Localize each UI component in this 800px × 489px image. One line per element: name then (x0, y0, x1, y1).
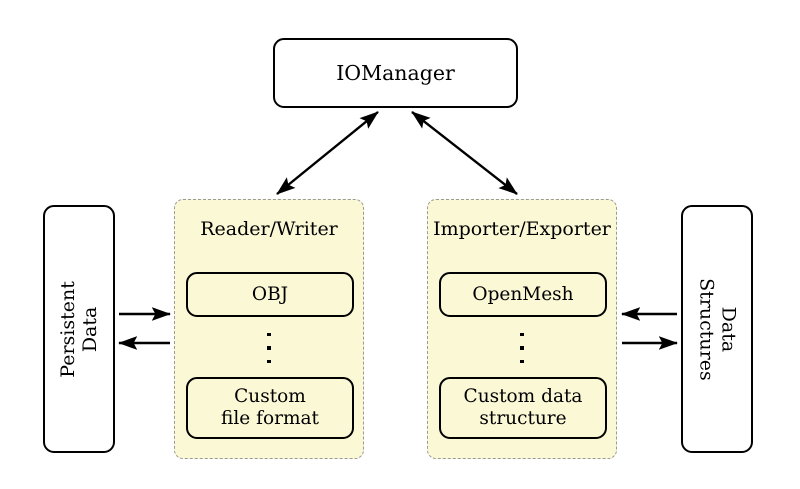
node-obj-label: OBJ (251, 283, 289, 305)
arrow-manager-to-importer-exporter (411, 111, 518, 195)
node-custom-data-structure-label: Custom data structure (463, 386, 583, 429)
group-reader-writer-title: Reader/Writer (200, 218, 338, 240)
group-importer-exporter-title: Importer/Exporter (433, 218, 611, 240)
arrow-manager-to-reader-writer (276, 111, 379, 195)
node-openmesh[interactable]: OpenMesh (439, 272, 607, 317)
group-reader-writer[interactable]: Reader/Writer OBJ Custom file format (174, 199, 364, 459)
node-data-structures-label: Data Structures (695, 277, 740, 381)
node-iomanager[interactable]: IOManager (273, 38, 518, 108)
node-obj[interactable]: OBJ (186, 272, 354, 317)
node-iomanager-label: IOManager (336, 60, 455, 85)
node-custom-file-format-label: Custom file format (221, 386, 319, 429)
node-data-structures[interactable]: Data Structures (681, 205, 753, 453)
group-importer-exporter[interactable]: Importer/Exporter OpenMesh Custom data s… (427, 199, 617, 459)
ellipsis-importer-exporter (520, 333, 524, 363)
node-openmesh-label: OpenMesh (472, 283, 574, 305)
node-custom-file-format[interactable]: Custom file format (186, 377, 354, 439)
ellipsis-reader-writer (267, 333, 271, 363)
node-custom-data-structure[interactable]: Custom data structure (439, 377, 607, 439)
node-persistent-data-label: Persistent Data (56, 280, 101, 378)
node-persistent-data[interactable]: Persistent Data (43, 205, 115, 453)
